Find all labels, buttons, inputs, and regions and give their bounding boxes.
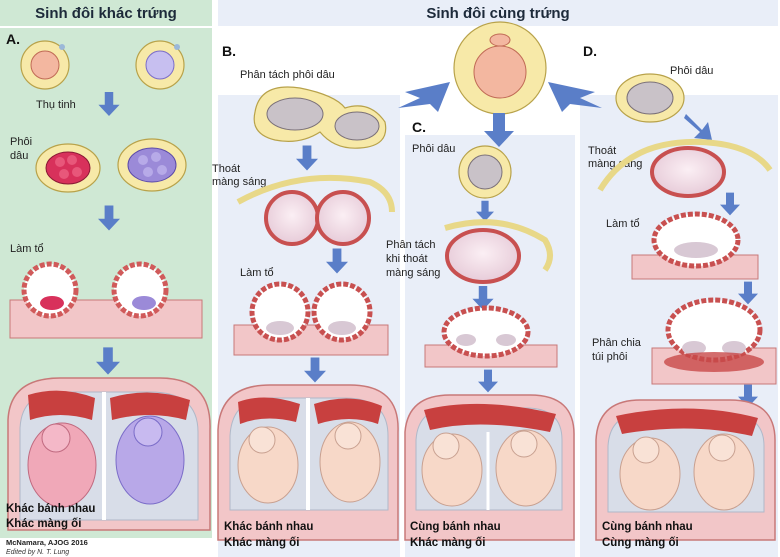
section-c-label: C. — [412, 119, 426, 135]
uterus-d — [595, 399, 776, 541]
result-c-2: Khác màng ối — [410, 537, 485, 549]
label-d-split-2: túi phôi — [592, 351, 627, 363]
splitting-morula-b — [253, 86, 387, 149]
label-d-split-1: Phân chia — [592, 337, 642, 349]
result-b-2: Khác màng ối — [224, 537, 299, 549]
arrow-top-left — [398, 82, 450, 112]
blastocyst-a1 — [21, 261, 79, 319]
credit-2: Edited by N. T. Lung — [6, 549, 69, 556]
label-embryo-1: Phôi — [10, 136, 32, 148]
result-d-1: Cùng bánh nhau — [602, 521, 693, 533]
result-a-1: Khác bánh nhau — [6, 503, 95, 515]
label-implant-a: Làm tổ — [10, 243, 44, 255]
blastocyst-d — [651, 211, 741, 269]
label-c-split-1: Phân tách — [386, 239, 436, 251]
result-b-1: Khác bánh nhau — [224, 521, 313, 533]
label-b-split: Phân tách phôi dâu — [240, 69, 335, 81]
label-c-split-2: khi thoát — [386, 253, 428, 265]
result-d-2: Cùng màng ối — [602, 537, 679, 549]
result-a-2: Khác màng ối — [6, 518, 81, 530]
zona-c — [444, 219, 553, 272]
blastocyst-d-split — [664, 297, 764, 372]
morulas-b — [264, 190, 371, 246]
embryo-a2 — [117, 138, 187, 192]
egg-a2 — [135, 40, 185, 90]
label-d-implant: Làm tổ — [606, 218, 640, 230]
section-a-label: A. — [6, 31, 20, 47]
zona-d — [597, 138, 773, 192]
label-d-morula: Phôi dâu — [670, 65, 713, 77]
blastocysts-b — [249, 281, 373, 343]
zygote-top — [453, 21, 547, 115]
result-c-1: Cùng bánh nhau — [410, 521, 501, 533]
blastocyst-d-hatch — [650, 146, 726, 198]
blastocyst-c-hatch — [445, 228, 521, 284]
label-embryo-2: dâu — [10, 150, 28, 162]
section-d-label: D. — [583, 43, 597, 59]
label-c-split-3: màng sáng — [386, 267, 440, 279]
egg-a1 — [20, 40, 70, 90]
section-b-label: B. — [222, 43, 236, 59]
morula-d — [615, 73, 685, 123]
label-b-implant: Làm tổ — [240, 267, 274, 279]
right-header: Sinh đôi cùng trứng — [426, 5, 569, 22]
label-c-morula: Phôi dâu — [412, 143, 455, 155]
label-fertilize: Thụ tinh — [36, 99, 76, 111]
arrow-top-right — [548, 82, 602, 112]
morula-c — [458, 145, 512, 199]
label-b-hatch-2: màng sáng — [212, 176, 266, 188]
uterus-b — [217, 384, 399, 541]
blastocyst-a2 — [111, 261, 169, 319]
left-header: Sinh đôi khác trứng — [35, 5, 177, 22]
blastocyst-c — [441, 305, 531, 359]
label-d-hatch-1: Thoát — [588, 145, 616, 157]
uterus-c — [404, 394, 575, 541]
embryo-a1 — [35, 143, 101, 193]
left-header-bar — [0, 0, 212, 26]
zona-b — [236, 175, 395, 213]
uterus-a — [7, 377, 211, 531]
credit-1: McNamara, AJOG 2016 — [6, 538, 88, 547]
label-b-hatch-1: Thoát — [212, 163, 240, 175]
arrow-d1 — [684, 114, 712, 140]
